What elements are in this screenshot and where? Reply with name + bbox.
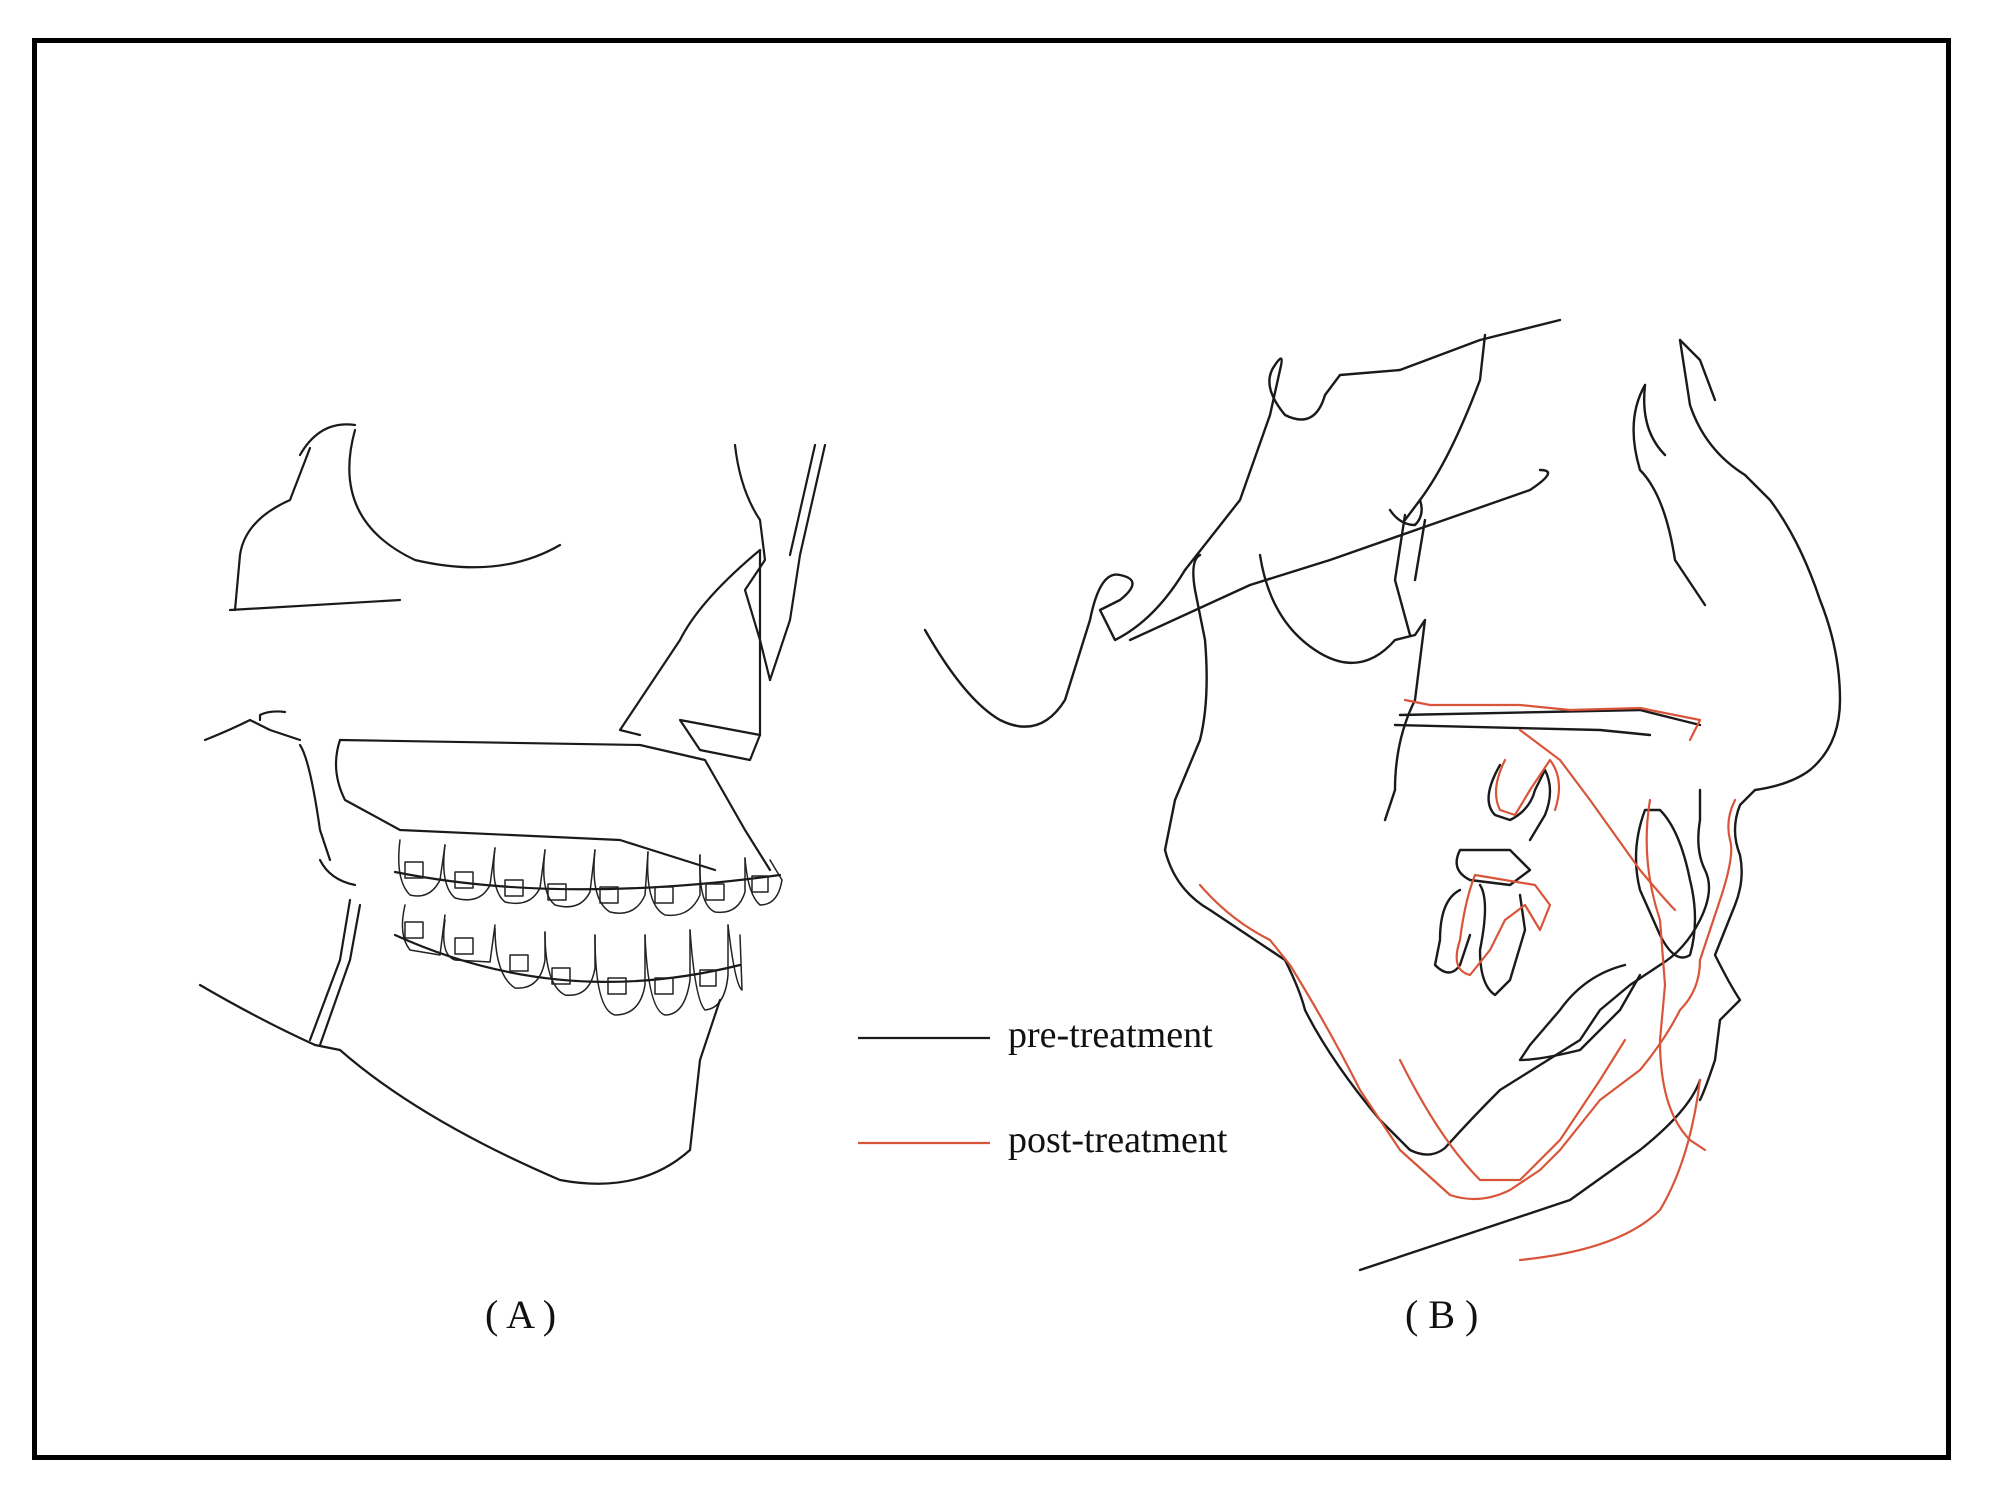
panel-a-skull-drawing [198, 423, 827, 1185]
panel-b-cephalometric-tracing [923, 318, 1842, 1272]
nasal-aperture [618, 548, 762, 737]
maxillary-alveolus [334, 738, 717, 872]
palatal-plane-pre-lower [1393, 723, 1652, 737]
lower-brackets [404, 921, 717, 995]
upper-incisor-pre [1634, 808, 1697, 959]
frontal-contour [1403, 333, 1487, 522]
mandible-lower-border [198, 983, 722, 1185]
upper-molar-crown-pre [1455, 848, 1532, 887]
lower-incisor-pre [1518, 963, 1642, 1062]
coronoid-contour [318, 858, 357, 887]
panel-a-label: ( A ) [485, 1292, 556, 1337]
lower-dentition [401, 904, 743, 1016]
zygoma-line [228, 598, 402, 612]
zygomatic-arch-top [258, 710, 287, 722]
anterior-nasal-spine [678, 718, 762, 762]
profile-nasal-pre-2 [1643, 383, 1667, 457]
lower-archwire [393, 933, 742, 983]
upper-molar-pre [1487, 763, 1552, 842]
symphysis-post [1398, 1038, 1627, 1182]
zygomatic-arch [203, 718, 302, 742]
pterygoid-pre-2 [1413, 518, 1427, 582]
soft-tissue-post [1698, 798, 1737, 962]
condyle-notch-pre [1258, 553, 1427, 822]
maxilla-contour [338, 738, 772, 872]
ramus-posterior-inner [318, 903, 362, 1047]
orbit-marker [1388, 498, 1423, 527]
profile-nasal-pre [1632, 383, 1707, 607]
figure-frame [32, 38, 1951, 1460]
lower-molar-post [1455, 873, 1552, 977]
ramus-front [298, 743, 332, 862]
legend-label-post: post-treatment [1008, 1119, 1228, 1161]
palatal-plane-pre [1398, 708, 1702, 727]
lower-molar-root1-pre [1433, 888, 1472, 974]
nasal-bridge [768, 443, 827, 682]
chin-throat-pre [1358, 1078, 1702, 1272]
upper-dentition [398, 839, 783, 917]
cranial-base-outline [923, 318, 1562, 728]
palatal-plane-post [1403, 698, 1702, 742]
mandible-post [1198, 883, 1702, 1201]
upper-archwire [393, 870, 782, 891]
soft-tissue-profile-pre [1678, 338, 1842, 1102]
nasal-bridge-inner [788, 443, 817, 557]
chin-post [1518, 1078, 1702, 1262]
orbit-contour [348, 428, 562, 569]
panel-b-label: ( B ) [1405, 1292, 1478, 1337]
skull-upper-left-contour [233, 446, 312, 612]
mandible-pre [1163, 553, 1711, 1156]
lower-molar-root2-pre [1478, 883, 1527, 997]
legend: pre-treatment post-treatment [858, 1014, 1228, 1161]
orbit-top [298, 423, 357, 457]
pterygoid-pre [1393, 513, 1412, 637]
maxilla-post [1518, 728, 1677, 912]
nasal-bone-outer [733, 443, 772, 682]
legend-label-pre: pre-treatment [1008, 1014, 1213, 1056]
upper-brackets [404, 861, 769, 904]
upper-molar-post [1494, 758, 1561, 817]
profile-top-pre [1678, 338, 1717, 402]
incisor-post [1645, 798, 1707, 1152]
ramus-posterior [308, 898, 352, 1042]
sella-nasion-line [1128, 468, 1550, 642]
